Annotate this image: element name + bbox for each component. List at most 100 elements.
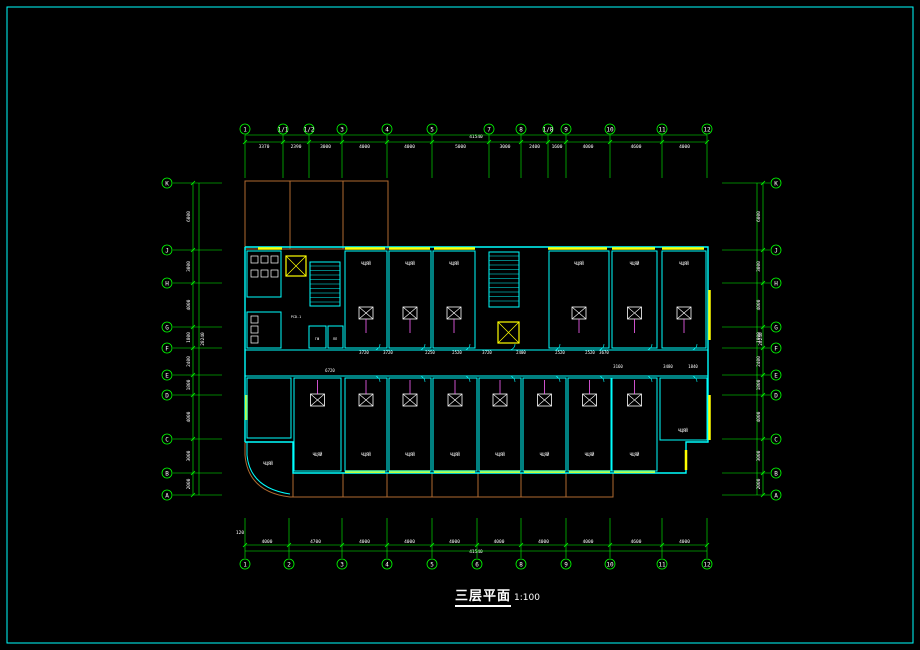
upper-room-3 (548, 250, 610, 349)
corner-room-left (246, 377, 292, 439)
axis-label-bottom-0: 1 (243, 562, 247, 569)
axis-bubble-top-3 (336, 123, 348, 135)
left-dim-label-2: 4000 (186, 299, 192, 310)
curved-corner-wall (246, 442, 291, 495)
lower-fcu-x2-1 (358, 393, 374, 407)
lower-room-3 (432, 377, 478, 472)
toilet-fixture-a-0 (250, 255, 259, 264)
axis-bubble-top-0 (239, 123, 251, 135)
axis-bubble-right-4 (770, 342, 782, 354)
axis-bubble-bottom-10 (701, 558, 713, 570)
upper-fcu-x2-5 (676, 306, 692, 320)
top-dim-label-2: 3000 (320, 144, 331, 150)
upper-fcu-x2-3 (571, 306, 587, 320)
drawing-title: 三层平面 (455, 585, 512, 607)
top-dim-tick-5 (429, 139, 435, 145)
top-dim-tick-10 (607, 139, 613, 145)
axis-label-top-3: 3 (340, 127, 344, 134)
service-room-2-label: ЛЛ (333, 337, 337, 341)
axis-bubble-right-1 (770, 244, 782, 256)
upper-fcu-x2-2 (446, 306, 462, 320)
axis-bubble-right-3 (770, 321, 782, 333)
axis-label-right-3: G (774, 325, 778, 332)
axis-bubble-right-0 (770, 177, 782, 189)
right-dim-tick-0 (760, 180, 766, 186)
left-dim-label-4: 2400 (186, 356, 192, 367)
toilet-fixture-b-0 (250, 269, 259, 278)
top-dim-tick-12 (704, 139, 710, 145)
upper-room-label-0: ЧЦЯЙ (361, 261, 371, 266)
left-dim-tick-5 (190, 372, 196, 378)
bottom-dim-tick-0 (242, 542, 248, 548)
lower-room-label-5: ЧЦЯЙ (540, 452, 550, 457)
lower-room-5 (522, 377, 567, 472)
bottom-dim-label-5: 4000 (494, 539, 505, 545)
door-lower-3 (508, 375, 516, 383)
balcony-strip-bottom (292, 472, 614, 498)
axis-bubble-left-6 (161, 389, 173, 401)
toilet-fixture-a-2 (270, 255, 279, 264)
door-upper-6 (645, 343, 653, 351)
corridor-note-12: 1840 (688, 364, 698, 369)
axis-bubble-left-9 (161, 489, 173, 501)
corridor-note-0: 3720 (359, 350, 369, 355)
top-dim-tick-7 (518, 139, 524, 145)
left-dim-label-1: 3000 (186, 261, 192, 272)
bottom-dim-tick-3 (384, 542, 390, 548)
corridor-note-6: 2520 (555, 350, 565, 355)
right-dim-label-6: 4000 (756, 411, 762, 422)
upper-room-label-4: ЧЦЯЙ (630, 261, 640, 266)
axis-bubble-left-2 (161, 277, 173, 289)
service-room-1-label: ГЖ (315, 337, 320, 341)
axis-bubble-right-8 (770, 467, 782, 479)
top-dim-label-4: 4000 (404, 144, 415, 150)
top-dim-tick-8 (545, 139, 551, 145)
left-dim-label-7: 3000 (186, 450, 192, 461)
top-dim-tick-6 (486, 139, 492, 145)
axis-bubble-top-1 (277, 123, 289, 135)
upper-room-label-2: ЧЦЯЙ (449, 261, 459, 266)
axis-label-left-4: F (165, 346, 169, 353)
door-lower-7 (690, 375, 698, 383)
bottom-dim-label-3: 4000 (404, 539, 415, 545)
lower-fcu-x2-3 (447, 393, 463, 407)
top-dim-label-9: 4000 (583, 144, 594, 150)
lower-fcu-x2-2 (402, 393, 418, 407)
corner-room-right-label: ЧЦЯЙ (678, 428, 688, 433)
bottom-dim-tick-6 (518, 542, 524, 548)
axis-label-bottom-7: 9 (564, 562, 568, 569)
axis-bubble-bottom-4 (426, 558, 438, 570)
lower-fcu-x2-6 (582, 393, 597, 407)
upper-room-label-3: ЧЦЯЙ (574, 261, 584, 266)
right-dim-overall: 28240 (758, 332, 764, 346)
bottom-dim-label-2: 4000 (359, 539, 370, 545)
lower-room-6 (567, 377, 612, 472)
top-dim-label-8: 1600 (552, 144, 563, 150)
bottom-dim-tick-9 (659, 542, 665, 548)
right-dim-tick-3 (760, 324, 766, 330)
axis-label-right-4: F (774, 346, 778, 353)
lower-fcu-x2-4 (492, 393, 508, 407)
bottom-dim-label-4: 4000 (449, 539, 460, 545)
door-upper-3 (508, 343, 516, 351)
door-upper-7 (690, 343, 698, 351)
lower-fcu-x2-5 (537, 393, 552, 407)
axis-bubble-bottom-2 (336, 558, 348, 570)
axis-label-left-1: J (165, 248, 169, 255)
axis-bubble-right-9 (770, 489, 782, 501)
lower-room-label-2: ЧЦЯЙ (405, 452, 415, 457)
door-upper-2 (463, 343, 471, 351)
top-dim-label-10: 4600 (631, 144, 642, 150)
bottom-dim-tick-1 (286, 542, 292, 548)
outer-wall-bottom (245, 352, 709, 474)
axis-bubble-bottom-9 (656, 558, 668, 570)
axis-label-bottom-5: 6 (475, 562, 479, 569)
bottom-dim-tick-10 (704, 542, 710, 548)
corridor-note-3: 2520 (452, 350, 462, 355)
upper-room-2 (432, 250, 476, 349)
axis-bubble-right-5 (770, 369, 782, 381)
right-dim-tick-9 (760, 492, 766, 498)
lower-room-label-1: ЧЦЯЙ (361, 452, 371, 457)
